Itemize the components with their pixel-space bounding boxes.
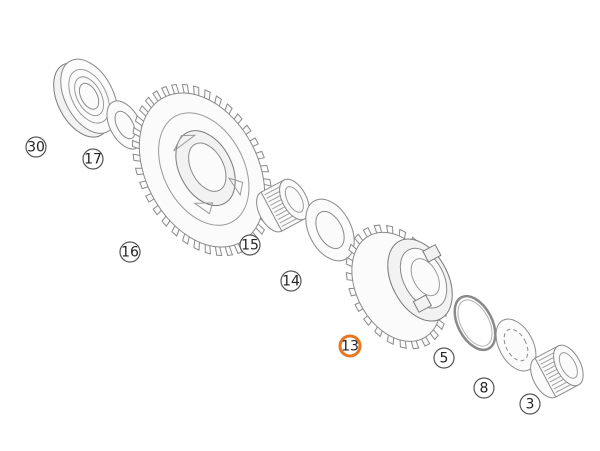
callout-label: 13 bbox=[341, 339, 359, 355]
callout-circle bbox=[82, 148, 104, 170]
callout-circle bbox=[473, 377, 495, 399]
callout-label: 8 bbox=[480, 381, 489, 397]
callout-label: 17 bbox=[84, 152, 102, 168]
circlip-icon[interactable] bbox=[446, 289, 503, 356]
callout-17[interactable]: 17 bbox=[82, 148, 104, 170]
callout-8[interactable]: 8 bbox=[473, 377, 495, 399]
splined-washer-icon[interactable] bbox=[488, 312, 544, 377]
needle-bearing-icon[interactable] bbox=[250, 174, 315, 236]
callout-circle bbox=[239, 234, 261, 256]
thrust-washer-icon[interactable] bbox=[296, 191, 364, 269]
callout-label: 15 bbox=[241, 238, 259, 254]
callout-label: 5 bbox=[440, 351, 449, 367]
needle-bearing-icon[interactable] bbox=[524, 340, 589, 402]
callout-label: 3 bbox=[526, 397, 535, 413]
callout-30[interactable]: 30 bbox=[25, 136, 47, 158]
small-gear-with-dogs-icon[interactable] bbox=[326, 204, 475, 366]
callout-3[interactable]: 3 bbox=[519, 393, 541, 415]
callout-5[interactable]: 5 bbox=[433, 347, 455, 369]
callout-circle bbox=[119, 241, 141, 263]
callout-circle bbox=[25, 136, 47, 158]
callout-circle bbox=[280, 270, 302, 292]
ball-bearing-icon[interactable] bbox=[42, 50, 129, 147]
callout-16[interactable]: 16 bbox=[119, 241, 141, 263]
callout-14[interactable]: 14 bbox=[280, 270, 302, 292]
large-spur-gear-icon[interactable] bbox=[105, 60, 300, 279]
callout-13[interactable]: 13 bbox=[338, 334, 362, 358]
callout-circle bbox=[433, 347, 455, 369]
callout-15[interactable]: 15 bbox=[239, 234, 261, 256]
callout-label: 14 bbox=[282, 274, 300, 290]
callout-circle bbox=[519, 393, 541, 415]
callout-circle bbox=[338, 334, 362, 358]
callout-label: 16 bbox=[121, 245, 139, 261]
callout-label: 30 bbox=[27, 140, 45, 156]
